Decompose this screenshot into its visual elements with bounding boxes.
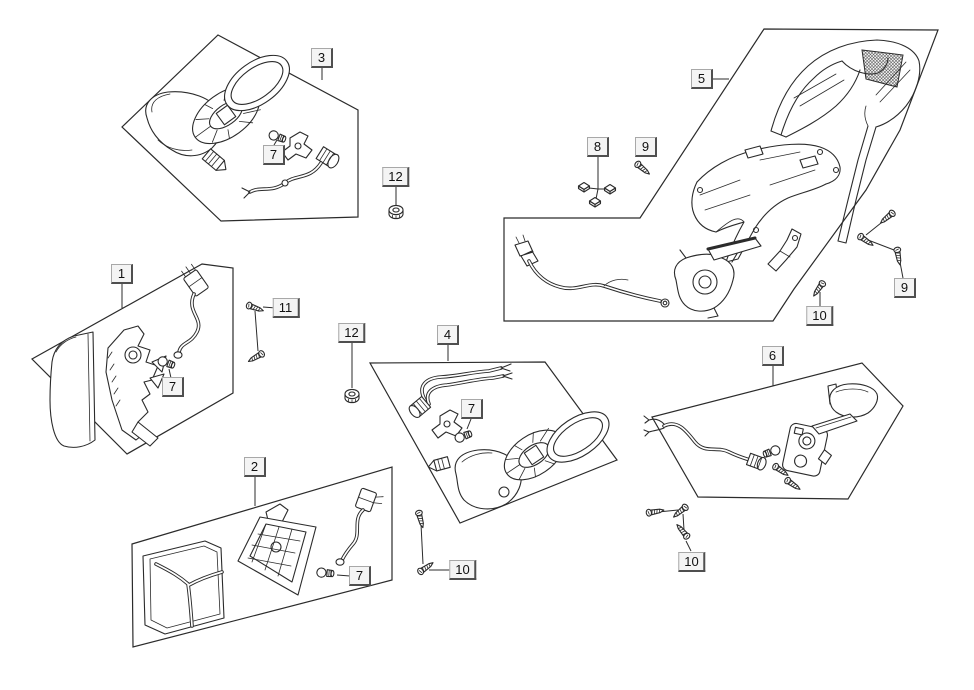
screw-glyph — [855, 231, 876, 249]
callout-label-7: 7 — [461, 399, 483, 419]
screw-glyph — [670, 502, 690, 521]
callout-label-5: 5 — [691, 69, 713, 89]
screw-glyph — [633, 159, 653, 178]
leader-line — [420, 523, 424, 565]
screw-glyph — [810, 278, 828, 299]
callout-label-7: 7 — [263, 145, 285, 165]
lens — [142, 540, 225, 635]
tail-cowl — [770, 39, 921, 244]
threaded-stem — [427, 456, 451, 472]
turn-signal-group-4 — [408, 363, 610, 510]
leader-line — [466, 418, 472, 430]
screw-glyph — [414, 509, 427, 530]
region-4-outline — [368, 361, 618, 524]
threaded-stem — [201, 148, 227, 171]
clip-glyph — [577, 181, 591, 193]
callout-label-12: 12 — [382, 167, 410, 187]
leader-line — [685, 540, 692, 552]
callout-label-9: 9 — [894, 278, 916, 298]
wire-fork-terminal — [241, 187, 251, 199]
leader-line — [336, 574, 351, 577]
screw-glyph — [246, 349, 267, 365]
leader-line — [867, 239, 895, 251]
region-outlines — [31, 28, 939, 648]
tail-section-group-5 — [514, 39, 921, 319]
leader-line — [588, 187, 599, 190]
plate-light-group-6 — [643, 383, 879, 477]
callout-label-10: 10 — [678, 552, 706, 572]
region-2-outline — [131, 466, 393, 648]
wiring — [173, 263, 209, 359]
callout-label-7: 7 — [349, 566, 371, 586]
nut-glyph — [344, 388, 360, 404]
cover — [827, 383, 879, 418]
screw-glyph — [892, 246, 904, 266]
wiring — [643, 415, 767, 471]
region-5-outline — [503, 28, 939, 322]
callout-label-6: 6 — [762, 346, 784, 366]
clip-glyph — [588, 196, 602, 208]
callout-label-1: 1 — [111, 264, 133, 284]
turn-signal-group-3 — [145, 54, 340, 199]
lens — [49, 331, 96, 448]
callout-label-9: 9 — [635, 137, 657, 157]
wire-fork-terminal — [643, 415, 665, 437]
screw-glyph — [673, 521, 692, 541]
callout-label-3: 3 — [311, 48, 333, 68]
screw-glyph — [877, 208, 897, 227]
connector — [355, 487, 384, 513]
side-bracket — [767, 228, 802, 272]
mesh-vent — [861, 49, 904, 88]
wiring-harness — [514, 234, 670, 308]
front-lamp-group-1 — [49, 263, 209, 448]
turn-signal-group-2 — [142, 487, 384, 635]
region-1-outline — [31, 263, 234, 455]
socket-cylinder — [315, 146, 340, 169]
leader-line — [682, 513, 685, 531]
bulb-socket-bracket — [281, 131, 313, 161]
region-3-outline — [121, 34, 359, 222]
socket-cylinder — [408, 395, 432, 418]
wiring — [241, 161, 323, 199]
lens-strip — [706, 236, 762, 261]
callout-label-10: 10 — [806, 306, 834, 326]
bulb-glyph — [761, 443, 782, 460]
region-6-outline — [651, 362, 904, 500]
housing-reflector — [237, 503, 317, 596]
bulb-glyph — [267, 128, 288, 145]
trim-strip — [811, 413, 858, 435]
socket-cylinder — [745, 452, 767, 471]
lens-ring — [224, 54, 290, 112]
bulb-glyph — [315, 567, 335, 579]
callout-label-7: 7 — [162, 377, 184, 397]
callout-label-4: 4 — [437, 325, 459, 345]
nut-glyph — [388, 204, 404, 220]
wiring-harness — [408, 363, 513, 418]
callout-label-2: 2 — [244, 457, 266, 477]
lens-ring — [546, 411, 610, 463]
callout-label-10: 10 — [449, 560, 477, 580]
connector — [181, 263, 209, 297]
leader-line — [168, 368, 172, 379]
wiring — [335, 487, 384, 566]
clip-glyph — [603, 183, 617, 195]
tail-light-assembly — [673, 247, 739, 319]
housing-bracket — [105, 325, 167, 447]
leader-line — [254, 310, 259, 352]
mount-bracket — [782, 422, 832, 477]
leader-line — [273, 139, 278, 146]
wire-fork-terminal — [500, 363, 513, 380]
callout-label-12: 12 — [338, 323, 366, 343]
callout-label-8: 8 — [587, 137, 609, 157]
callout-label-11: 11 — [272, 298, 300, 318]
screw-glyph — [645, 506, 665, 518]
leader-line — [595, 188, 599, 200]
screw-glyph — [782, 475, 803, 493]
screw-glyph — [415, 559, 436, 577]
